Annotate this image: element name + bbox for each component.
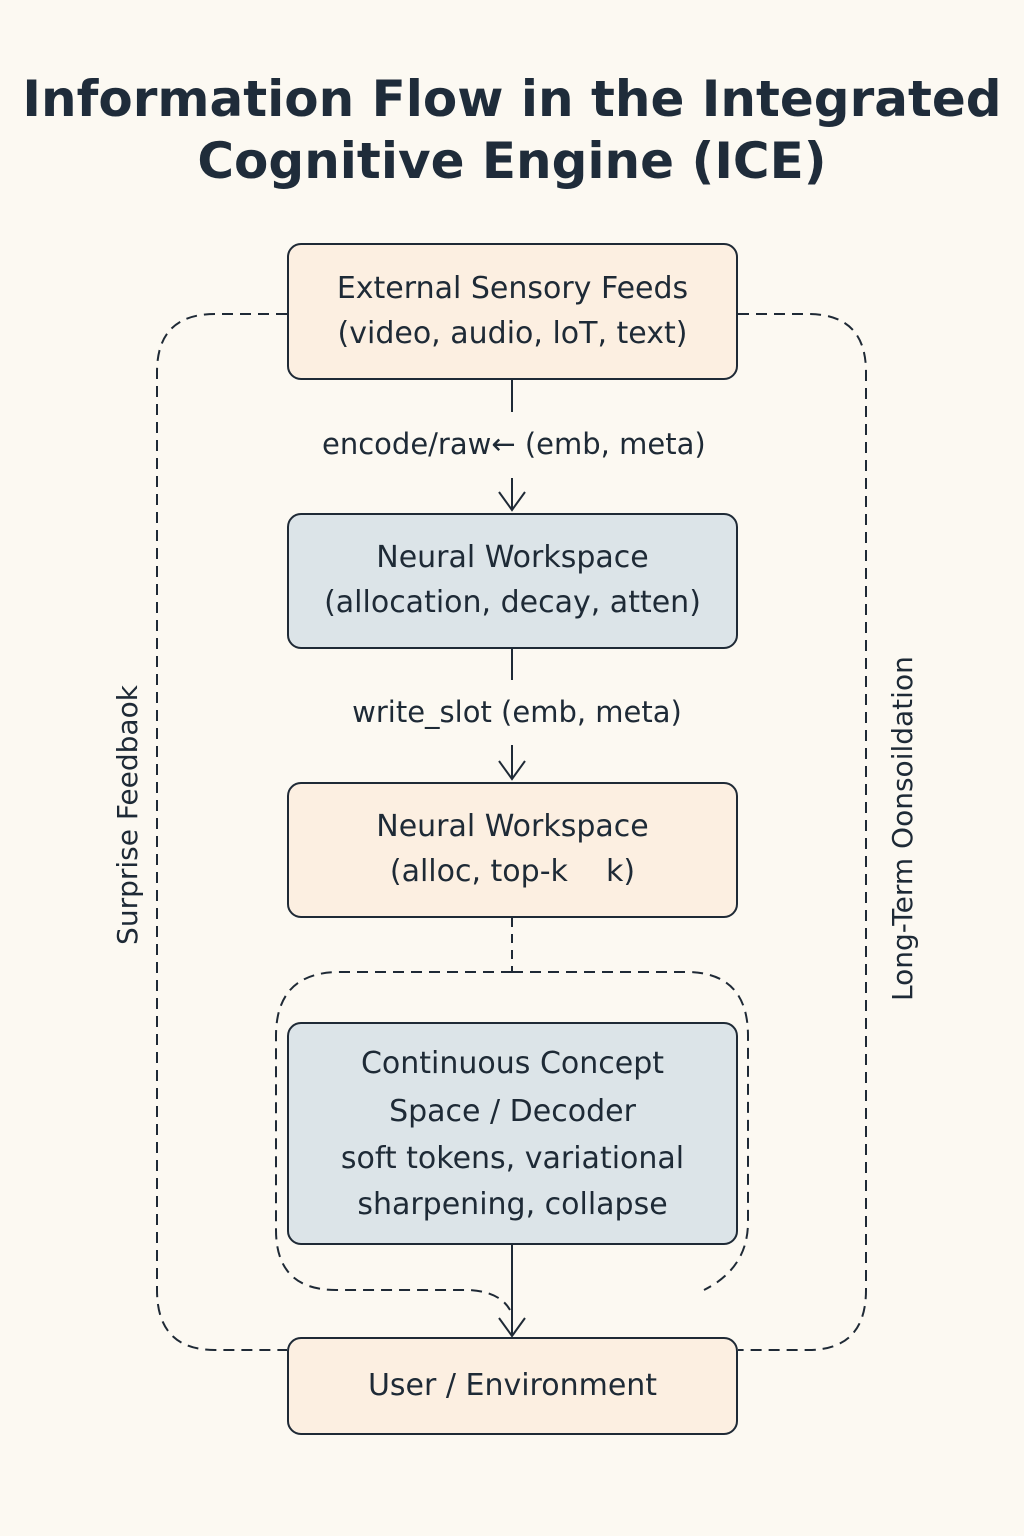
- diagram-title: Information Flow in the Integrated Cogni…: [0, 68, 1024, 192]
- arrowhead-3: [498, 1317, 526, 1338]
- title-line-1: Information Flow in the Integrated: [22, 70, 1002, 128]
- surprise-feedback-label: Surprise Feedbaok: [111, 685, 144, 945]
- concept-space-detail-2: sharpening, collapse: [357, 1186, 668, 1222]
- neural-workspace-node-2: Neural Workspace (alloc, top-k k): [287, 782, 738, 918]
- title-line-2: Cognitive Engine (ICE): [197, 132, 827, 190]
- concept-space-node: Continuous Concept Space / Decoder soft …: [287, 1022, 738, 1245]
- sensory-feeds-subtitle: (video, audio, loT, text): [337, 315, 688, 351]
- neural-workspace-2-subtitle: (alloc, top-k k): [389, 854, 636, 889]
- user-environment-node: User / Environment: [287, 1337, 738, 1435]
- write-slot-edge-label: write_slot (emb, meta): [352, 694, 682, 730]
- arrowhead-1: [498, 491, 526, 512]
- arrowhead-2: [498, 760, 526, 781]
- encode-edge-label: encode/raw← (emb, meta): [322, 426, 706, 462]
- consolidation-loop: [738, 313, 867, 1351]
- concept-space-title-2: Space / Decoder: [389, 1093, 636, 1129]
- concept-envelope-right: [512, 971, 749, 1291]
- sensory-feeds-node: External Sensory Feeds (video, audio, lo…: [287, 243, 738, 380]
- neural-workspace-node-1: Neural Workspace (allocation, decay, att…: [287, 513, 738, 649]
- neural-workspace-1-title: Neural Workspace: [376, 540, 649, 575]
- long-term-consolidation-label: Long-Term Oonsoildation: [886, 656, 919, 1001]
- surprise-feedback-loop: [156, 313, 287, 1351]
- neural-workspace-1-subtitle: (allocation, decay, atten): [324, 585, 701, 620]
- concept-space-title-1: Continuous Concept: [360, 1045, 665, 1081]
- user-environment-title: User / Environment: [367, 1368, 658, 1403]
- neural-workspace-2-title: Neural Workspace: [376, 809, 649, 844]
- concept-space-detail-1: soft tokens, variational: [340, 1140, 685, 1176]
- sensory-feeds-title: External Sensory Feeds: [336, 270, 689, 306]
